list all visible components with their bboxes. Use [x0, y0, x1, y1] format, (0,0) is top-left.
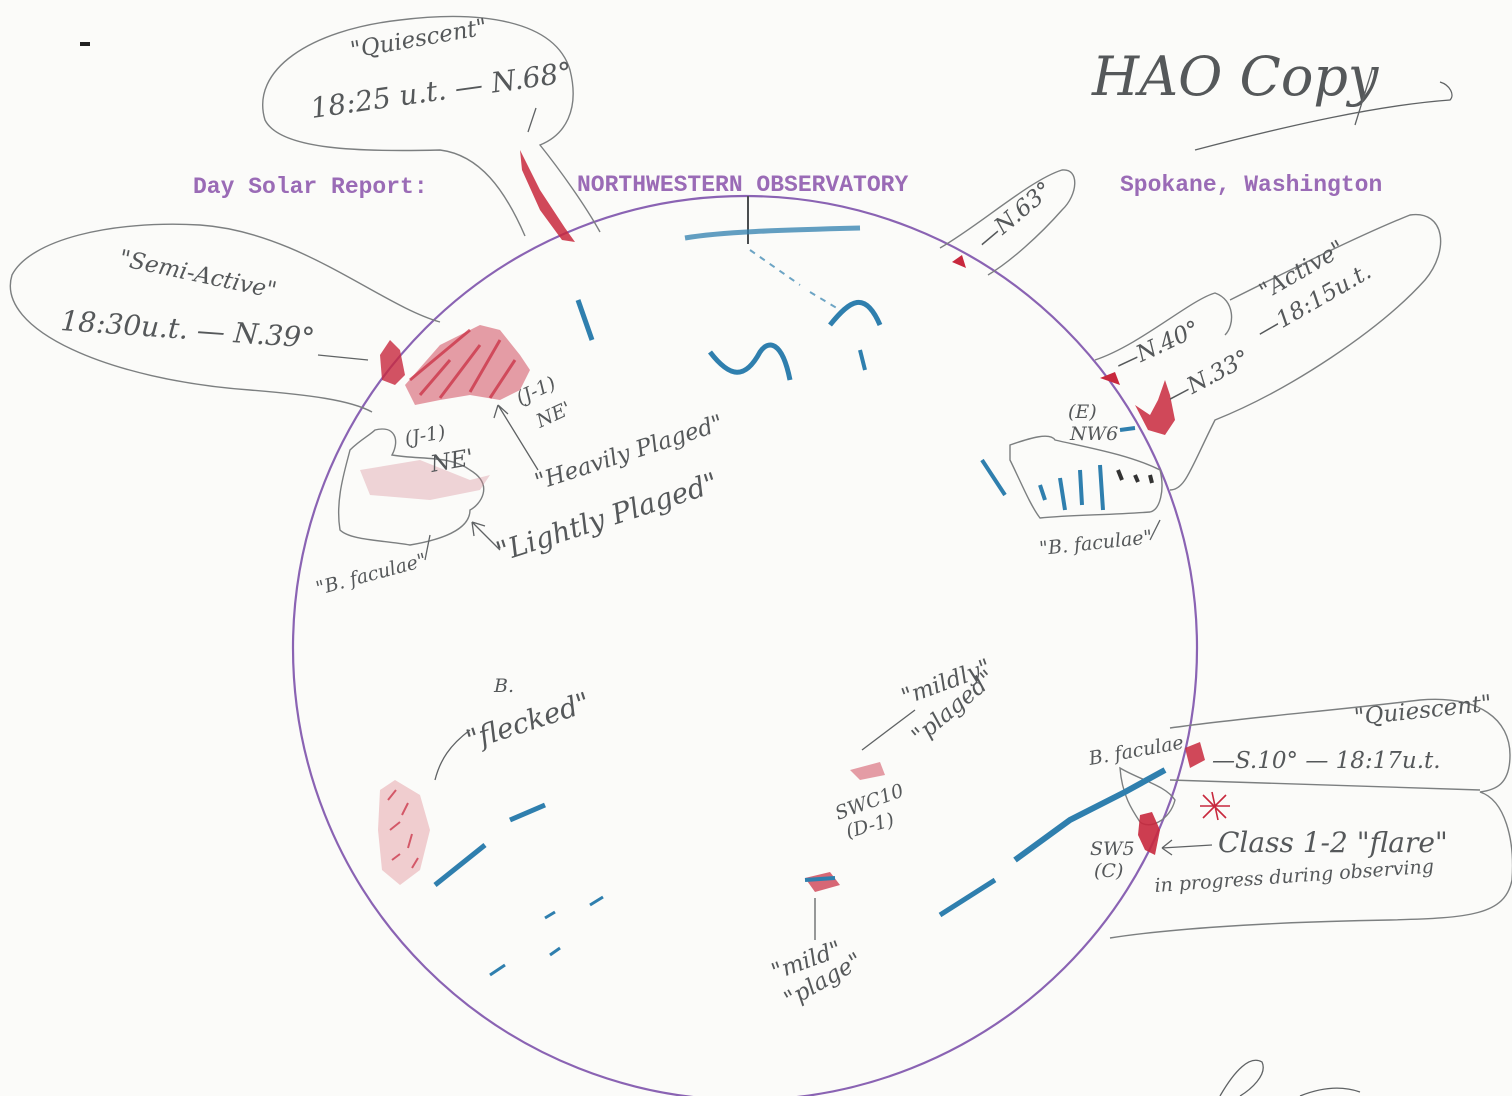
prominence-semi-active-red: [380, 340, 405, 385]
signature-stroke: [1219, 1059, 1264, 1096]
ink-mark: [80, 42, 90, 46]
hao-copy-note: HAO Copy: [1091, 45, 1380, 108]
hao-copy-stroke: [1354, 69, 1373, 126]
mildly-plaged-area: [850, 762, 885, 780]
b-flecked-label: "flecked": [462, 686, 594, 757]
n40-position: —N.40°: [1112, 316, 1204, 377]
b-faculae-right-label: "B. faculae": [1038, 526, 1153, 560]
mildly-plaged-arrow: [861, 709, 916, 751]
n63-position: —N.63°: [972, 177, 1057, 255]
filament-dashed-trail: [749, 249, 841, 311]
ne-faculae-id: (J-1): [403, 421, 447, 450]
b-flecked-arrow: [434, 729, 471, 781]
report-title: Day Solar Report:: [193, 174, 428, 200]
nw-spots: [1116, 469, 1154, 484]
n33-position: —N.33°: [1163, 345, 1254, 410]
heavily-plaged-arrow: [493, 404, 539, 471]
nw-faculae-boundary: [1009, 435, 1163, 519]
prominence-top-red: [520, 150, 575, 242]
ne-faculae-boundary: [337, 428, 485, 546]
solar-disk-outline: [292, 195, 1198, 1096]
semi-active-leader: [317, 354, 369, 361]
filament-sw-c: [589, 895, 604, 907]
filament-sw-e: [549, 946, 561, 957]
lightly-plaged-arrow: [471, 521, 501, 551]
lower-quiescent-status: "Quiescent": [1353, 691, 1493, 731]
filament-north-limb: [684, 225, 861, 241]
callout-lower-quiescent: [1109, 698, 1512, 939]
b-flecked-prefix: B.: [493, 675, 514, 697]
filament-e-nw: [1119, 426, 1136, 432]
b-flecked-area: [378, 780, 430, 885]
observatory-location: Spokane, Washington: [1120, 172, 1382, 198]
signature-stroke-2: [1299, 1087, 1361, 1096]
filament-upper-left: [575, 299, 595, 341]
hao-copy-flourish: [1194, 81, 1453, 151]
callout-semi-active: [9, 223, 441, 413]
filament-tick: [858, 349, 867, 371]
filament-sw-long: [1013, 767, 1167, 863]
plage-hatching: [409, 328, 517, 399]
lower-quiescent-position-time: —S.10° — 18:17u.t.: [1212, 748, 1441, 774]
filament-nw-a: [980, 458, 1007, 497]
ne-faculae-label: NE': [428, 445, 476, 478]
callout-n63: [939, 169, 1076, 276]
b-faculae-right-arrow: [1149, 519, 1161, 541]
filament-sw-d: [544, 910, 556, 920]
filament-hook: [828, 300, 883, 327]
flecked-strokes: [387, 789, 419, 869]
filament-nw-b: [1038, 464, 1105, 511]
mild-plage-blue: [804, 876, 836, 882]
filament-sw-a: [509, 802, 546, 823]
flare-note-line2: in progress during observing: [1154, 856, 1435, 897]
flare-note-line1: Class 1-2 "flare": [1218, 826, 1448, 859]
filament-south: [938, 877, 997, 918]
lightly-plaged-label: "Lightly Plaged": [492, 466, 722, 569]
callout-top-quiescent: [262, 15, 601, 237]
filament-sw-f: [489, 963, 506, 977]
flare-star-mark: [1200, 791, 1230, 821]
mild-plage-red: [805, 872, 840, 892]
callout-n40: [1094, 292, 1233, 361]
prominence-s10-red: [1185, 742, 1205, 768]
prominence-n63-red: [952, 255, 966, 268]
b-faculae-left-label: "B. faculae": [314, 549, 429, 600]
nw-region-label: NW6: [1069, 423, 1118, 445]
lightly-plaged-area: [360, 460, 490, 500]
sw5-id: (C): [1094, 860, 1123, 882]
b-faculae-left-arrow: [424, 534, 431, 561]
observatory-name: NORTHWESTERN OBSERVATORY: [577, 172, 908, 198]
top-pointer-stroke: [527, 107, 537, 133]
flare-arrow: [1161, 839, 1213, 856]
nw-region-id: (E): [1068, 401, 1097, 423]
filament-curve: [708, 342, 793, 381]
b-faculae-sw-label: B. faculae: [1086, 732, 1185, 770]
top-status: "Quiescent": [349, 14, 490, 64]
prominence-n40-red: [1100, 372, 1120, 385]
callout-active: [1169, 214, 1442, 491]
callout-divider: [1169, 779, 1481, 791]
filament-sw-b: [433, 843, 487, 887]
ne-plage-label: NE': [532, 397, 575, 432]
sw5-label: SW5: [1090, 838, 1135, 860]
flare-region-red: [1138, 812, 1160, 855]
semi-active-time-position: 18:30u.t. — N.39°: [60, 304, 317, 355]
prominence-active-red: [1135, 380, 1175, 435]
semi-active-status: "Semi-Active": [117, 245, 279, 304]
